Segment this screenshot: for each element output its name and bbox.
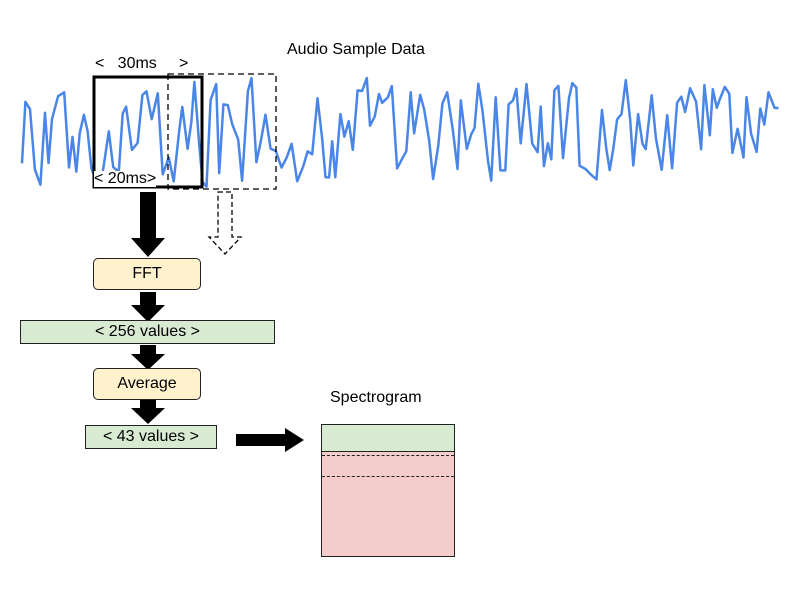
spectrogram-block (321, 424, 455, 557)
average-values-box: < 43 values > (85, 425, 217, 449)
spectrogram-next-row-bottom (322, 476, 454, 477)
fft-values-box: < 256 values > (20, 320, 275, 344)
spectrogram-next-row-top (322, 455, 454, 456)
audio-sample-title: Audio Sample Data (287, 41, 425, 58)
arrow-window-to-fft (131, 192, 165, 257)
average-box: Average (93, 368, 201, 400)
next-window-frame (167, 73, 277, 190)
current-window-frame (92, 75, 204, 189)
next-window-hollow-arrow (207, 191, 243, 255)
fft-box: FFT (93, 258, 201, 290)
spectrogram-current-row (322, 425, 454, 452)
arrow-values-to-average (131, 345, 165, 370)
hop-size-label: < 20ms> (94, 170, 157, 187)
arrow-average-to-43 (131, 400, 165, 424)
arrow-to-spectrogram (236, 428, 304, 452)
arrow-fft-to-values (131, 292, 165, 322)
window-size-label: < 30ms > (95, 55, 189, 72)
spectrogram-title: Spectrogram (330, 389, 422, 406)
audio-waveform (20, 76, 779, 188)
